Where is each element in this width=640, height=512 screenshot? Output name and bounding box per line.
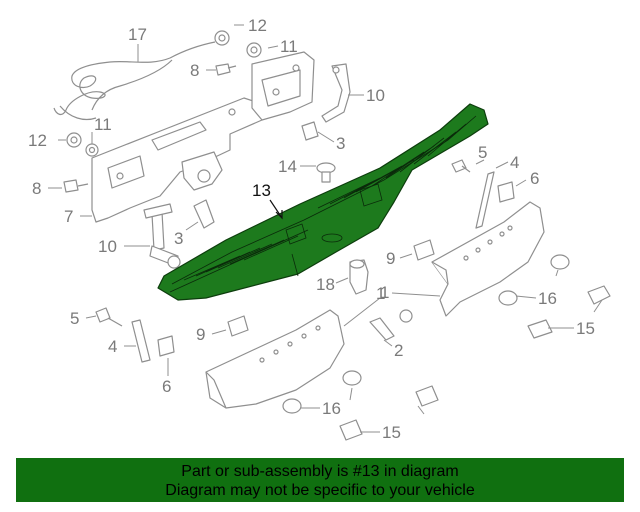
callout-8: 8 <box>32 179 41 198</box>
hardware-left <box>63 30 262 193</box>
parts-diagram: 17 12 11 8 10 12 11 3 14 8 13 5 4 6 7 10… <box>28 16 611 442</box>
callout-1: 1 <box>380 283 389 302</box>
hitch-clip-right <box>321 63 351 123</box>
bracket-4-left <box>131 319 151 363</box>
callout-5: 5 <box>70 309 79 328</box>
callout-1: 1 <box>376 284 385 303</box>
step-pad-13 <box>157 103 489 301</box>
callout-8: 8 <box>190 61 199 80</box>
callout-6: 6 <box>162 377 171 396</box>
bolt-2 <box>369 309 413 341</box>
bracket-3-right <box>301 121 319 141</box>
hitch-pin-left <box>143 203 181 269</box>
wiring-harness <box>53 41 216 121</box>
callout-14: 14 <box>278 157 297 176</box>
callout-2: 2 <box>394 341 403 360</box>
bolt-14 <box>316 162 336 183</box>
bumper-end-left <box>205 309 345 409</box>
caption-line-2: Diagram may not be specific to your vehi… <box>165 482 475 499</box>
callout-17: 17 <box>128 25 147 44</box>
clip-9-left <box>227 315 249 337</box>
clip-9-right <box>413 239 435 261</box>
callout-6: 6 <box>530 169 539 188</box>
leader-lines <box>48 24 603 433</box>
callout-13: 13 <box>252 181 271 200</box>
callout-9: 9 <box>196 325 205 344</box>
callout-9: 9 <box>386 249 395 268</box>
callout-10: 10 <box>98 237 117 256</box>
callout-3: 3 <box>336 134 345 153</box>
callout-16: 16 <box>322 399 341 418</box>
callout-16: 16 <box>538 289 557 308</box>
callout-10: 10 <box>366 86 385 105</box>
callout-4: 4 <box>510 153 519 172</box>
callout-15: 15 <box>576 319 595 338</box>
callout-12: 12 <box>248 16 267 35</box>
clip-6-left <box>157 335 175 357</box>
sensors-right <box>498 254 611 339</box>
callout-4: 4 <box>108 337 117 356</box>
callout-11: 11 <box>94 115 112 134</box>
callout-7: 7 <box>64 207 73 226</box>
callout-11: 11 <box>280 37 298 56</box>
callout-3: 3 <box>174 229 183 248</box>
callout-labels: 17 12 11 8 10 12 11 3 14 8 13 5 4 6 7 10… <box>28 16 595 442</box>
bumper-end-right <box>431 201 545 317</box>
callout-18: 18 <box>316 275 335 294</box>
caption-banner: Part or sub-assembly is #13 in diagram D… <box>16 458 624 502</box>
bracket-4-right <box>475 171 495 229</box>
sensor-18 <box>349 259 369 295</box>
sensors-left <box>282 370 439 441</box>
callout-12: 12 <box>28 131 47 150</box>
clip-6-right <box>497 181 515 203</box>
caption-line-1: Part or sub-assembly is #13 in diagram <box>181 463 459 480</box>
hitch-frame <box>91 51 315 223</box>
bracket-3-left <box>193 199 215 229</box>
bolt-5-left <box>95 307 123 327</box>
callout-5: 5 <box>478 143 487 162</box>
bolt-5-right <box>451 159 471 173</box>
callout-15: 15 <box>382 423 401 442</box>
